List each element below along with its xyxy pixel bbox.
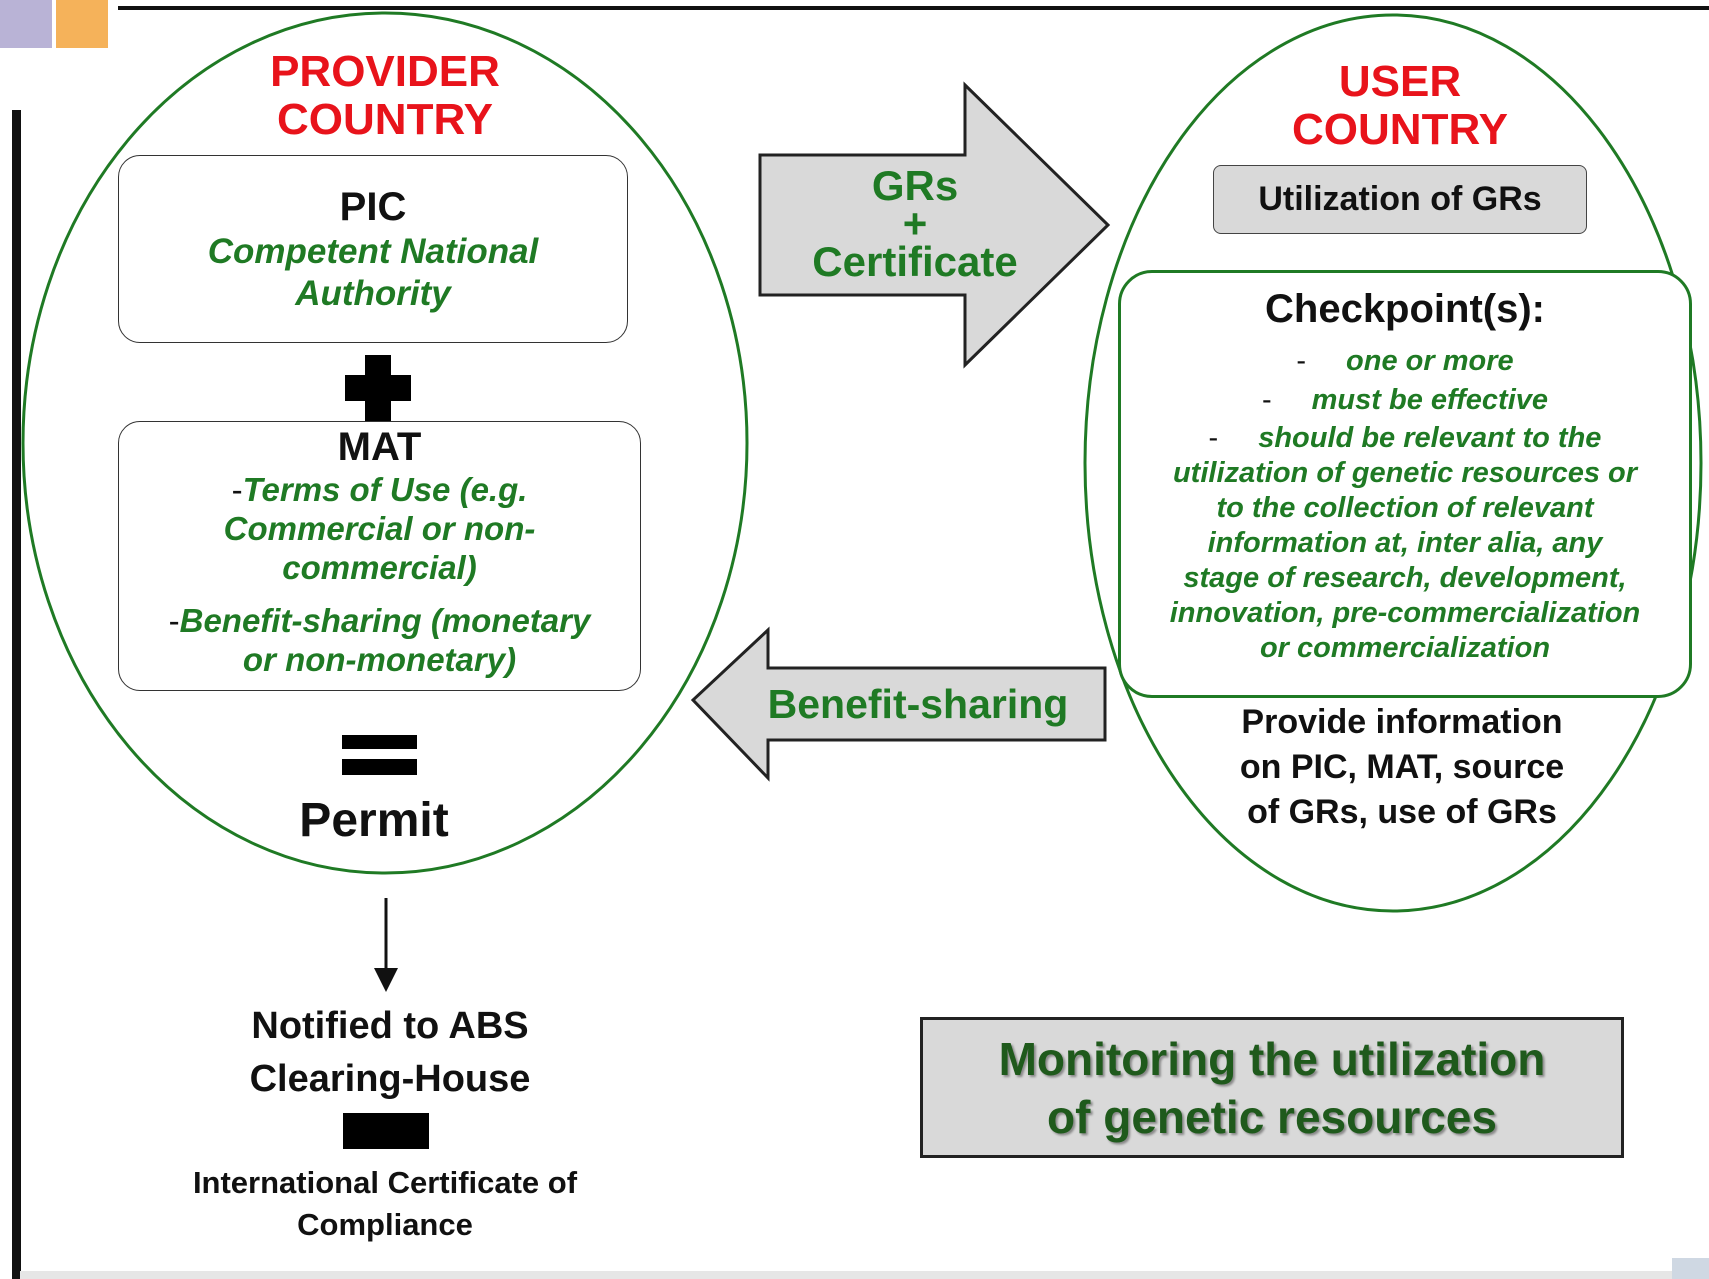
- icc-line2: Compliance: [297, 1207, 473, 1242]
- checkpoint-item-3: - should be relevant to the utilization o…: [1121, 421, 1689, 666]
- grs-label-line2: Certificate: [812, 238, 1018, 285]
- cp-item3-line2: utilization of genetic resources or: [1172, 457, 1638, 489]
- mat-item1-dash: -: [231, 471, 243, 508]
- user-title-line2: COUNTRY: [1292, 105, 1508, 154]
- pic-title: PIC: [339, 185, 407, 229]
- provider-ellipse: [21, 11, 749, 875]
- mat-item2-line2: or non-monetary): [242, 641, 517, 678]
- cp-item1-dash: -: [1296, 345, 1307, 377]
- icc-text: International Certificate of Compliance: [140, 1162, 630, 1246]
- benefit-arrow: [690, 626, 1107, 782]
- plus-sign: [345, 355, 411, 421]
- cp-item3-line6: innovation, pre-commercialization: [1169, 597, 1641, 629]
- checkpoint-title: Checkpoint(s):: [1265, 287, 1545, 331]
- mat-item2-line1: Benefit-sharing (monetary: [179, 602, 591, 639]
- grs-label-plus: +: [902, 200, 928, 247]
- provide-line3: of GRs, use of GRs: [1247, 793, 1557, 831]
- down-arrow-head: [374, 968, 398, 992]
- provide-info-text: Provide information on PIC, MAT, source …: [1178, 700, 1626, 835]
- grs-label-line1: GRs: [871, 162, 959, 209]
- cp-item1-text: one or more: [1346, 345, 1514, 377]
- permit-label: Permit: [299, 793, 449, 847]
- equals-bar-bottom: [342, 759, 417, 775]
- provider-title-line1: PROVIDER: [270, 47, 500, 96]
- bottom-strip: [20, 1271, 1709, 1279]
- benefit-arrow-label: Benefit-sharing: [767, 680, 1069, 727]
- mat-item1-line2: Commercial or non-: [223, 510, 536, 547]
- cp-item3-line7: or commercialization: [1259, 632, 1551, 664]
- notified-line1: Notified to ABS: [251, 1005, 529, 1047]
- mat-item2-dash: -: [168, 602, 180, 639]
- cp-item3-line5: stage of research, development,: [1183, 562, 1627, 594]
- cp-item2-dash: -: [1261, 384, 1272, 416]
- bottom-right-corner-block: [1672, 1258, 1709, 1279]
- mat-box: MAT -Terms of Use (e.g. Commercial or no…: [118, 421, 641, 691]
- mat-item1-line1: Terms of Use (e.g.: [242, 471, 528, 508]
- notified-text: Notified to ABS Clearing-House: [180, 1000, 600, 1106]
- checkpoint-box: Checkpoint(s): -one or more -must be eff…: [1118, 270, 1692, 698]
- header-rule: [118, 6, 1709, 10]
- logo-purple-square: [0, 0, 52, 48]
- left-vertical-bar: [12, 110, 21, 1279]
- cp-item3-line3: to the collection of relevant: [1216, 492, 1594, 524]
- cp-item3-line4: information at, inter alia, any: [1207, 527, 1603, 559]
- checkpoint-item-1: - one or more: [1121, 343, 1689, 379]
- logo-orange-square: [56, 0, 108, 48]
- pic-subtitle-line2: Authority: [295, 274, 451, 313]
- cp-item2-text: must be effective: [1311, 384, 1549, 416]
- mat-item-terms: -Terms of Use (e.g. Commercial or non- c…: [119, 470, 640, 587]
- mat-item-benefit: -Benefit-sharing (monetary or non-moneta…: [119, 601, 640, 679]
- equals-bar-top: [342, 735, 417, 749]
- cp-item3-line1: should be relevant to the: [1258, 422, 1602, 454]
- utilization-label: Utilization of GRs: [1258, 180, 1542, 218]
- provider-title: PROVIDER COUNTRY: [200, 48, 570, 144]
- mat-title: MAT: [337, 425, 422, 469]
- notified-line2: Clearing-House: [249, 1058, 531, 1100]
- provider-title-line2: COUNTRY: [277, 95, 493, 144]
- icc-line1: International Certificate of: [192, 1165, 578, 1200]
- cp-item3-dash: -: [1208, 422, 1219, 454]
- monitoring-line1: Monitoring the utilization: [998, 1032, 1546, 1085]
- provide-line1: Provide information: [1241, 703, 1563, 741]
- checkpoint-item-2: - must be effective: [1121, 379, 1689, 421]
- grs-arrow-label: GRs + Certificate: [770, 158, 1060, 290]
- monitoring-box: Monitoring the utilization of genetic re…: [920, 1017, 1624, 1158]
- pic-box: PIC Competent National Authority: [118, 155, 628, 343]
- equals-block: [343, 1113, 429, 1149]
- mat-item1-line3: commercial): [282, 549, 477, 586]
- user-title-line1: USER: [1338, 57, 1462, 106]
- user-ellipse: [1083, 13, 1703, 913]
- user-title: USER COUNTRY: [1240, 58, 1560, 154]
- grs-arrow: [758, 81, 1111, 369]
- pic-subtitle-line1: Competent National: [207, 232, 539, 271]
- provide-line2: on PIC, MAT, source: [1239, 748, 1565, 786]
- monitoring-line2: of genetic resources: [1047, 1090, 1497, 1143]
- utilization-box: Utilization of GRs: [1213, 165, 1587, 234]
